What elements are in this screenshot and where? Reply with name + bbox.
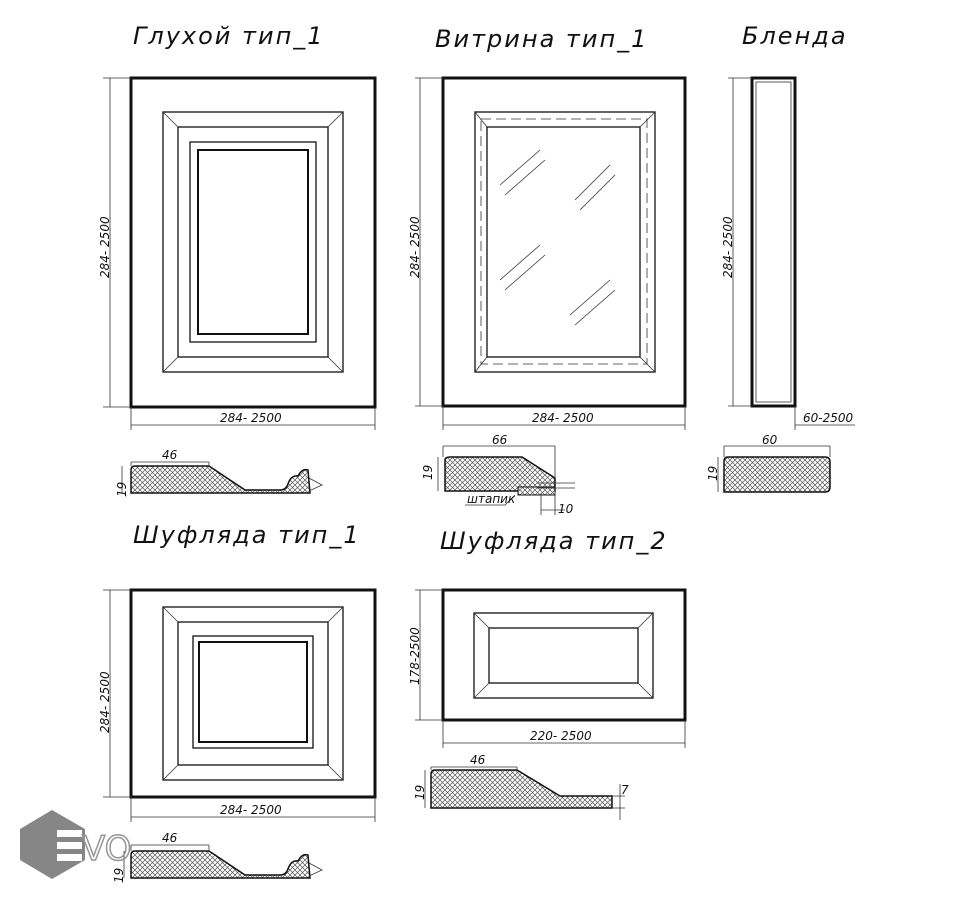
glass xyxy=(486,126,641,358)
profile-thickness: 19 xyxy=(706,466,720,481)
evo-logo: VO xyxy=(20,810,132,879)
raised-panel xyxy=(189,141,317,343)
outer-frame xyxy=(441,76,687,408)
profile-drawer1: 46 19 xyxy=(112,831,323,883)
outer-frame xyxy=(441,588,687,722)
dim-height: 284- 2500 xyxy=(98,671,112,733)
profile-thickness: 19 xyxy=(112,868,126,883)
dim-width: 284- 2500 xyxy=(220,803,282,817)
profile-thickness: 19 xyxy=(115,482,129,497)
title-blind: Глухой тип_1 xyxy=(133,22,325,50)
bead-width: 10 xyxy=(558,502,574,516)
bevel xyxy=(177,126,329,358)
profile-thickness: 19 xyxy=(413,785,427,800)
panel-drawer-type2: Шуфляда тип_2 178-2500 220- 2500 xyxy=(408,527,687,748)
dim-width: 284- 2500 xyxy=(532,411,594,425)
profile-width: 46 xyxy=(470,753,486,767)
profile-width: 66 xyxy=(492,433,508,447)
bead-label: штапик xyxy=(467,492,516,506)
center-panel xyxy=(198,641,308,743)
profile-thickness: 19 xyxy=(421,465,435,480)
dim-width: 284- 2500 xyxy=(220,411,282,425)
panel-drawer-type1: Шуфляда тип_1 284- 2500 284- 2500 xyxy=(98,521,377,822)
outer-frame xyxy=(129,588,377,799)
dim-height: 178-2500 xyxy=(408,627,422,685)
panel-blind-type1: Глухой тип_1 284- 2500 284- 2500 xyxy=(98,22,377,430)
outer-frame xyxy=(129,76,377,409)
profile-drawer2: 46 19 7 xyxy=(413,753,629,820)
profile-width: 46 xyxy=(162,448,178,462)
profile-width: 60 xyxy=(762,433,778,447)
center-panel xyxy=(197,149,309,335)
dim-height: 284- 2500 xyxy=(408,216,422,278)
frame-inner xyxy=(162,111,344,373)
panel-blenda: Бленда 284- 2500 60-2500 xyxy=(721,22,855,430)
dim-width: 60-2500 xyxy=(803,411,854,425)
dim-height: 284- 2500 xyxy=(98,216,112,278)
logo-text: VO xyxy=(82,829,131,869)
title-drawer2: Шуфляда тип_2 xyxy=(440,527,668,555)
glass-reflection-icon xyxy=(499,149,616,326)
profile-width: 46 xyxy=(162,831,178,845)
panel-vitrine-type1: Витрина тип_1 284- 2500 284- 2500 xyxy=(408,25,687,430)
dim-height: 284- 2500 xyxy=(721,216,735,278)
profile-vitrine: 66 19 штапик 10 xyxy=(421,433,575,516)
title-vitrine: Витрина тип_1 xyxy=(435,25,648,53)
profile-step: 7 xyxy=(621,783,629,797)
title-drawer1: Шуфляда тип_1 xyxy=(133,521,361,549)
title-blenda: Бленда xyxy=(742,22,848,50)
dim-width: 220- 2500 xyxy=(530,729,592,743)
profile-blind: 46 19 xyxy=(115,448,323,497)
outer-frame xyxy=(750,76,797,408)
profile-blenda: 60 19 xyxy=(706,433,831,493)
